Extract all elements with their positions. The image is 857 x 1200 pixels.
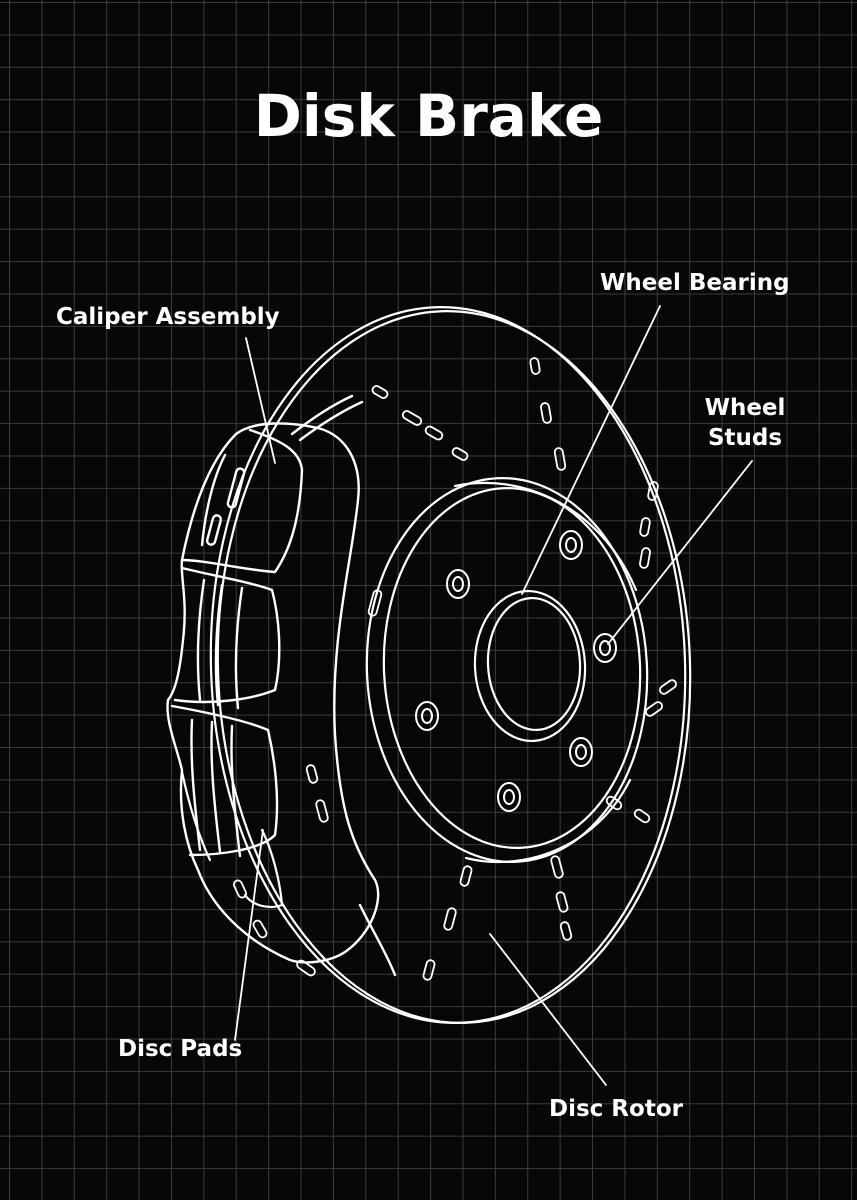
diagram-title: Disk Brake [253,82,604,150]
label-caliper-assembly: Caliper Assembly [56,304,280,330]
leader-caliper-assembly [246,338,275,463]
label-wheel-studs-line2: Studs [707,425,783,451]
disc-rotor [199,299,703,1031]
label-wheel-studs-line1: Wheel [704,395,786,421]
rotor-hub [357,471,657,869]
label-disc-pads: Disc Pads [118,1036,243,1062]
wheel-studs [416,531,616,811]
label-wheel-studs: Wheel Studs [690,393,800,453]
caliper-assembly [167,396,395,975]
leader-wheel-bearing [522,306,660,594]
leader-wheel-studs [608,461,752,644]
leader-lines [235,306,752,1085]
label-disc-rotor: Disc Rotor [549,1096,683,1122]
leader-disc-pads [235,830,263,1040]
wheel-bearing [471,588,589,744]
label-wheel-bearing: Wheel Bearing [600,270,790,296]
rotor-slots [233,357,678,980]
leader-disc-rotor [490,934,606,1085]
